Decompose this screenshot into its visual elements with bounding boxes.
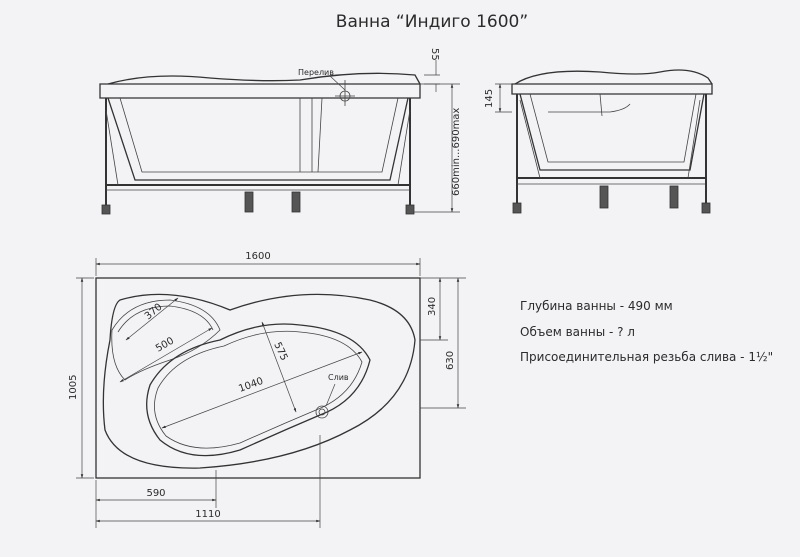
- plan-inner-bowl: [146, 323, 371, 457]
- side-view-rim: [99, 83, 421, 99]
- plan-view: Слив 1600 1005 340 630 370 500 1040 575 …: [68, 251, 466, 528]
- specs-block: Глубина ванны - 490 мм Объем ванны - ? л…: [520, 299, 773, 364]
- height-range-label: 660min...690max: [451, 108, 462, 196]
- end-foot-3: [669, 185, 679, 209]
- rim-height-label: 55: [429, 48, 440, 61]
- end-view-rim: [511, 83, 713, 95]
- side-foot-2: [244, 191, 254, 213]
- side-foot-4: [405, 204, 415, 215]
- bowl-length-label: 1040: [237, 376, 265, 395]
- drain-label: Слив: [328, 373, 349, 382]
- right-upper-label: 340: [427, 297, 438, 316]
- side-view: Перелив 55 660min...690max: [99, 48, 462, 215]
- spec-volume: Объем ванны - ? л: [520, 325, 635, 339]
- bowl-width-label: 575: [271, 341, 289, 363]
- headrest-dim-1: 370: [143, 302, 165, 323]
- bottom-total-label: 1110: [195, 509, 220, 520]
- overflow-label: Перелив: [298, 68, 334, 77]
- drawing-title: Ванна “Индиго 1600”: [336, 12, 528, 32]
- plan-depth-label: 1005: [68, 375, 79, 400]
- end-view: 145: [484, 69, 713, 214]
- spec-depth: Глубина ванны - 490 мм: [520, 299, 673, 313]
- end-rim-height-label: 145: [484, 89, 495, 108]
- right-total-label: 630: [445, 351, 456, 370]
- side-foot-1: [101, 204, 111, 215]
- side-view-headrest: [107, 72, 421, 85]
- bottom-inner-label: 590: [146, 488, 165, 499]
- plan-width-label: 1600: [245, 251, 270, 262]
- end-foot-4: [701, 202, 711, 214]
- plan-outline: [95, 277, 421, 479]
- side-view-body: [107, 97, 409, 181]
- spec-drain-thread: Присоединительная резьба слива - 1½": [520, 350, 773, 364]
- side-foot-3: [291, 191, 301, 213]
- end-foot-2: [599, 185, 609, 209]
- headrest-dim-2: 500: [154, 336, 176, 355]
- end-foot-1: [512, 202, 522, 214]
- end-view-headrest: [514, 69, 713, 85]
